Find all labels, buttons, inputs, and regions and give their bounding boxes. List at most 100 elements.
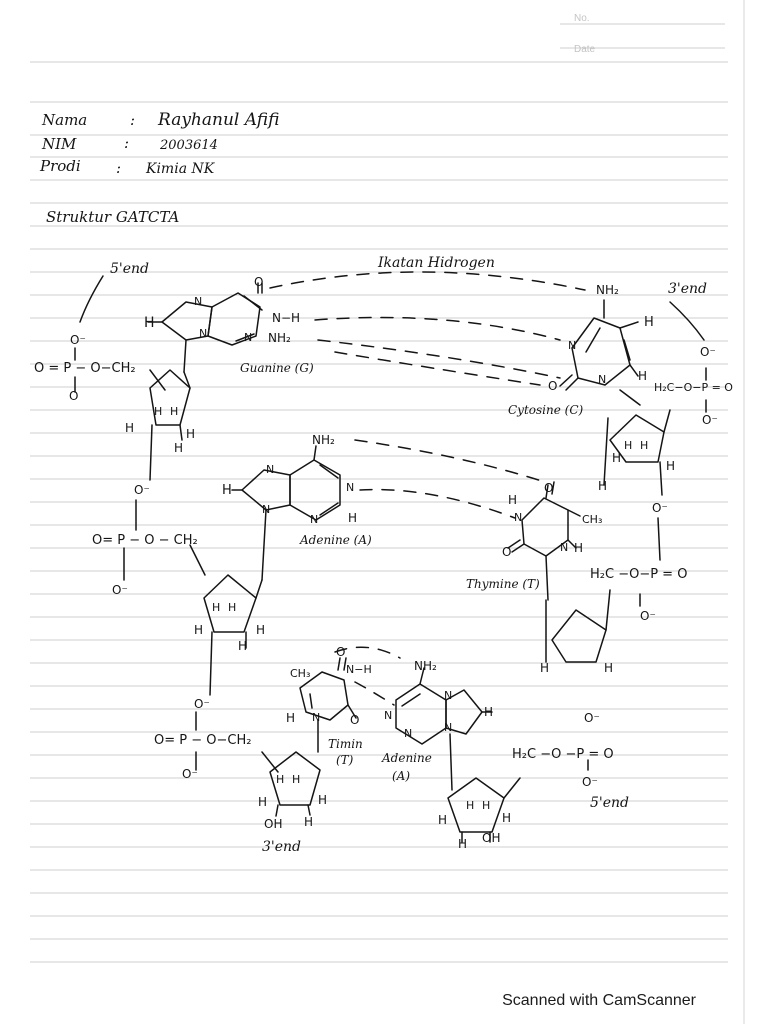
- three-end-top-label: 3'end: [668, 281, 708, 297]
- o-atom: O: [548, 379, 558, 393]
- ch3-group: CH₃: [290, 667, 311, 680]
- thymine-2-label-line2: (T): [336, 753, 354, 767]
- phosphate-right-1: H₂C−O−P = O: [654, 381, 733, 394]
- drawing: [74, 271, 707, 843]
- page-title: Struktur GATCTA: [46, 208, 180, 226]
- n-atom: N: [514, 511, 523, 524]
- h-atom: H: [194, 623, 204, 637]
- nh2-group: NH₂: [312, 433, 335, 447]
- prodi-sep: :: [116, 159, 122, 177]
- phosphate-right-2: H₂C −O−P = O: [590, 567, 688, 582]
- n-atom: N: [444, 721, 453, 734]
- n-atom: N: [598, 373, 607, 386]
- o-atom: O: [336, 645, 346, 659]
- o-minus: O⁻: [702, 413, 718, 427]
- h-atom: H: [256, 623, 266, 637]
- h-atom: H: [438, 813, 448, 827]
- h-atom: H: [574, 541, 584, 555]
- adenine-2-structure: [395, 667, 493, 791]
- name-sep: :: [130, 111, 136, 129]
- o-atom: O: [502, 545, 512, 559]
- n-atom: N: [194, 295, 203, 308]
- five-end-bottom-label: 5'end: [590, 795, 630, 811]
- nim-label: NIM: [42, 135, 77, 153]
- n-atom: N: [560, 541, 569, 554]
- n-atom: N: [262, 503, 271, 516]
- h-atom: H: [598, 479, 608, 493]
- header-date-label: Date: [574, 44, 596, 55]
- h-atom: H: [348, 511, 358, 525]
- name-label: Nama: [42, 111, 88, 129]
- o-atom: O: [69, 389, 79, 403]
- n-atom: N: [199, 327, 208, 340]
- adenine-1-structure: [231, 445, 341, 581]
- h-atom: H: [484, 705, 494, 719]
- n-atom: N: [346, 481, 355, 494]
- h-atom: H: [228, 601, 237, 614]
- sugar-4: [447, 777, 521, 843]
- h-atom: H: [186, 427, 196, 441]
- prodi-label: Prodi: [40, 157, 81, 175]
- o-minus: O⁻: [582, 775, 598, 789]
- h-atom: H: [466, 799, 475, 812]
- thymine-2-label-line1: Timin: [328, 737, 363, 751]
- h-atom: H: [612, 451, 622, 465]
- o-minus: O⁻: [134, 483, 150, 497]
- o-atom: O: [350, 713, 360, 727]
- h-atom: H: [258, 795, 268, 809]
- n-atom: N: [244, 331, 253, 344]
- phosphate-right-3: H₂C −O −P = O: [512, 747, 614, 762]
- scanner-watermark: Scanned with CamScanner: [502, 992, 696, 1009]
- adenine-2-label-line2: (A): [392, 769, 411, 783]
- nh-group: N−H: [272, 311, 301, 325]
- h-atom: H: [502, 811, 512, 825]
- sugar-1: [149, 369, 191, 481]
- h-atom: H: [286, 711, 296, 725]
- h-atom: H: [540, 661, 550, 675]
- o-minus: O⁻: [640, 609, 656, 623]
- adenine-1-label: Adenine (A): [300, 533, 372, 547]
- n-atom: N: [444, 689, 453, 702]
- thymine-1-label: Thymine (T): [466, 577, 540, 591]
- oh-group: OH: [482, 831, 501, 845]
- h-atom: H: [624, 439, 633, 452]
- h-atom: H: [144, 315, 155, 331]
- n-atom: N: [310, 513, 319, 526]
- three-end-bottom-label: 3'end: [262, 839, 302, 855]
- thymine-1-structure: [507, 481, 581, 601]
- nim-value: 2003614: [160, 138, 218, 153]
- h-atom: H: [458, 837, 468, 851]
- adenine-2-label-line1: Adenine: [382, 751, 432, 765]
- guanine-label: Guanine (G): [240, 361, 314, 375]
- o-atom: O: [254, 275, 264, 289]
- h-atom: H: [170, 405, 179, 418]
- o-minus: O⁻: [700, 345, 716, 359]
- nh2-group: NH₂: [268, 331, 291, 345]
- ch3-group: CH₃: [582, 513, 603, 526]
- n-atom: N: [312, 711, 321, 724]
- h-atom: H: [154, 405, 163, 418]
- guanine-structure: [147, 282, 263, 373]
- o-atom: O: [544, 481, 554, 495]
- n-atom: N: [384, 709, 393, 722]
- thymine-2-structure: [299, 657, 357, 753]
- h-atom: H: [292, 773, 301, 786]
- h-atom: H: [508, 493, 518, 507]
- sugar-right-1: [603, 389, 671, 496]
- nim-sep: :: [124, 134, 130, 152]
- nh2-group: NH₂: [596, 283, 619, 297]
- hydrogen-bond-label: Ikatan Hidrogen: [378, 255, 495, 271]
- o-minus: O⁻: [70, 333, 86, 347]
- h-atom: H: [640, 439, 649, 452]
- n-atom: N: [568, 339, 577, 352]
- o-minus: O⁻: [182, 767, 198, 781]
- h-atom: H: [174, 441, 184, 455]
- phosphate-left-3: O= P − O−CH₂: [154, 733, 252, 748]
- ruled-lines: [30, 23, 728, 963]
- o-minus: O⁻: [652, 501, 668, 515]
- o-minus: O⁻: [112, 583, 128, 597]
- phosphate-left-1: O = P − O−CH₂: [34, 361, 136, 376]
- o-minus: O⁻: [194, 697, 210, 711]
- five-end-top-label: 5'end: [110, 261, 150, 277]
- h-atom: H: [318, 793, 328, 807]
